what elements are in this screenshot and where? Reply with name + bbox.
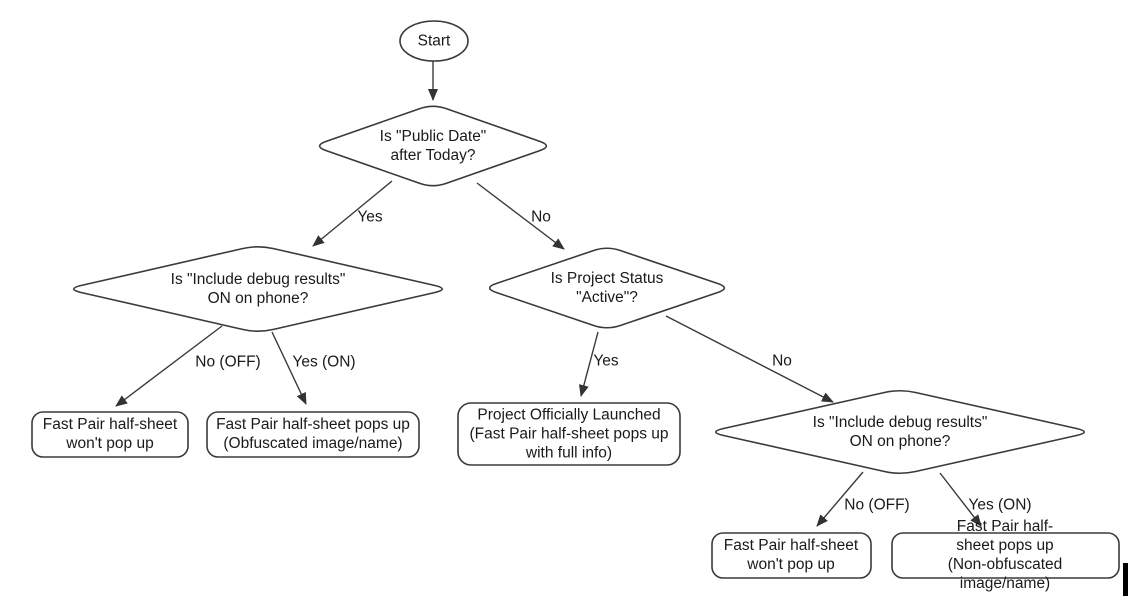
edge-debug-right-no (816, 471, 864, 527)
outcome-wont-popup-right-shape (711, 532, 872, 579)
decision-project-status-shape (488, 247, 726, 329)
edge-debug-left-yes (271, 331, 307, 405)
edge-debug-left-no (115, 325, 223, 407)
outcome-obfuscated-shape (206, 411, 420, 458)
edge-project-status-no (665, 315, 834, 403)
decision-debug-left-shape (73, 246, 444, 332)
edge-public-date-yes (312, 180, 393, 247)
edge-public-date-no (476, 182, 565, 250)
decision-debug-right-shape (715, 389, 1085, 475)
outcome-launched-shape (457, 402, 681, 466)
outcome-wont-popup-left-shape (31, 411, 189, 458)
edge-debug-right-yes (939, 472, 982, 527)
edge-project-status-yes (578, 331, 599, 397)
start-node-shape (399, 20, 469, 62)
outcome-non-obfuscated-shape (891, 532, 1120, 579)
decision-public-date-shape (318, 105, 548, 187)
text-cursor-artifact (1123, 563, 1128, 596)
